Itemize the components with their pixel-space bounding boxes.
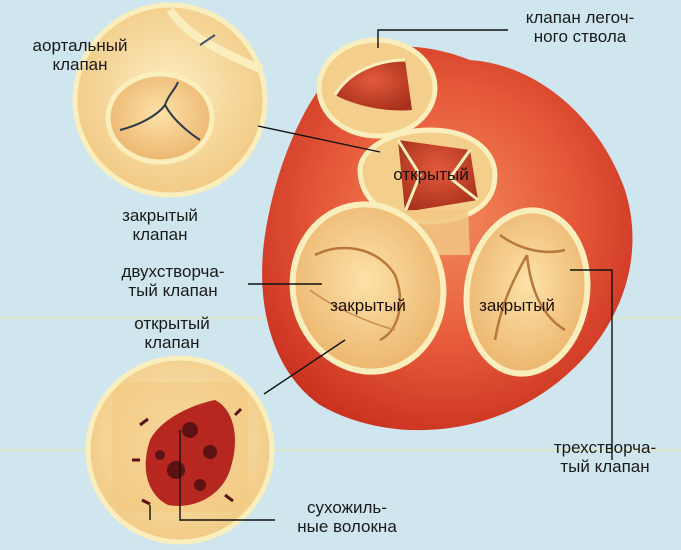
leader-aortic-center [257,125,381,153]
leader-pulmonary [377,29,508,48]
label-pulmonary-valve: клапан легоч- ного ствола [525,8,635,46]
label-mitral-closed: закрытый [330,296,406,315]
label-chordae: сухожиль- ные волокна [297,498,397,536]
aortic-valve-closed-magnified [72,2,268,198]
mitral-valve-closed [289,201,447,375]
label-tricuspid-closed: закрытый [479,296,555,315]
tricuspid-valve-closed [463,207,591,377]
label-open-valve: открытый клапан [134,314,210,352]
label-closed-valve: закрытый клапан [122,206,198,244]
label-mitral-valve: двухстворча- тый клапан [121,262,225,300]
label-tricuspid-valve: трехстворча- тый клапан [553,438,657,476]
leader-chordae [179,430,275,521]
label-aortic-valve: аортальный клапан [32,36,128,74]
pulmonary-valve [316,37,438,139]
chordae-cluster [145,400,235,506]
label-center-open: открытый [393,165,469,184]
leader-lines [149,29,613,521]
leader-open-circle [263,339,346,395]
leader-tricuspid [570,269,613,460]
